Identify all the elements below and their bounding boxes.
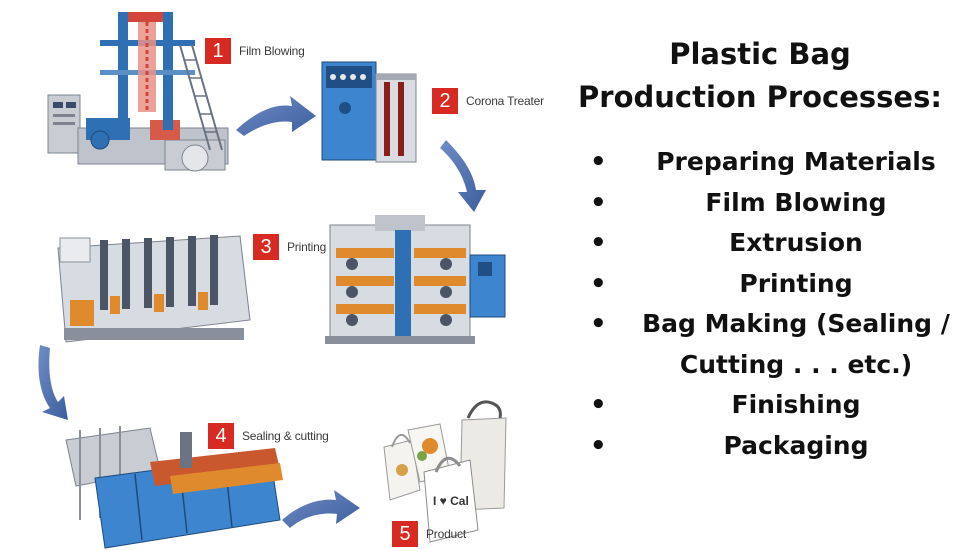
process-list-item: • Printing [584, 264, 964, 305]
title-line-2: Production Processes: [578, 80, 942, 114]
process-list-item: • Extrusion [584, 223, 964, 264]
bag-print-text: I ♥ Cal [433, 494, 469, 508]
flow-arrows [38, 96, 486, 528]
process-item-text: Extrusion [729, 228, 863, 257]
arrow-1-to-2 [236, 96, 316, 136]
bullet-icon: • [590, 390, 607, 420]
arrow-2-to-3 [440, 140, 486, 212]
process-list: • Preparing Materials • Film Blowing • Extr… [584, 142, 964, 466]
sealing-cutting-machine [65, 426, 283, 549]
arrow-3-to-4 [38, 345, 68, 420]
bullet-icon: • [590, 430, 607, 461]
bullet-icon: • [590, 147, 607, 177]
step-3-number-badge: 3 [253, 234, 279, 260]
bullet-icon: • [590, 187, 607, 218]
step-1-number-badge: 1 [205, 38, 231, 64]
process-item-text: Preparing Materials [656, 147, 936, 176]
step-1-text: Film Blowing [239, 44, 305, 58]
process-list-item: • Packaging [584, 426, 964, 467]
step-5-number-badge: 5 [392, 521, 418, 547]
process-item-text: Printing [739, 268, 853, 298]
title-line-1: Plastic Bag [669, 37, 851, 71]
page-title: Plastic Bag Production Processes: [575, 33, 945, 119]
product-bags: I ♥ Cal [383, 400, 507, 543]
step-3-text: Printing [287, 240, 327, 254]
step-5-text: Product [426, 527, 466, 541]
bullet-icon: • [590, 309, 607, 339]
process-list-item: • Preparing Materials [584, 142, 964, 183]
step-5-label: 5 Product [392, 521, 466, 547]
process-list-item: • Bag Making (Sealing / Cutting . . . etc… [584, 304, 964, 385]
film-blowing-machine [47, 12, 229, 172]
step-3-label: 3 Printing [253, 234, 326, 260]
process-item-text: Packaging [723, 430, 869, 460]
bullet-icon: • [590, 228, 607, 258]
step-4-text: Sealing & cutting [242, 429, 329, 443]
bullet-icon: • [590, 268, 607, 299]
step-2-number-badge: 2 [432, 88, 458, 114]
process-list-item: • Finishing [584, 385, 964, 426]
process-item-text: Finishing [731, 390, 861, 419]
corona-treater-machine [321, 61, 417, 163]
process-item-text: Film Blowing [705, 187, 887, 217]
gravure-printing-machine [57, 235, 251, 343]
step-2-label: 2 Corona Treater [432, 88, 544, 114]
step-4-label: 4 Sealing & cutting [208, 423, 329, 449]
flexo-printing-machine [325, 215, 506, 344]
arrow-4-to-5 [282, 490, 360, 528]
step-2-text: Corona Treater [466, 94, 544, 108]
step-1-label: 1 Film Blowing [205, 38, 305, 64]
process-list-item: • Film Blowing [584, 183, 964, 224]
step-4-number-badge: 4 [208, 423, 234, 449]
process-item-text: Bag Making (Sealing / Cutting . . . etc.… [642, 309, 950, 379]
